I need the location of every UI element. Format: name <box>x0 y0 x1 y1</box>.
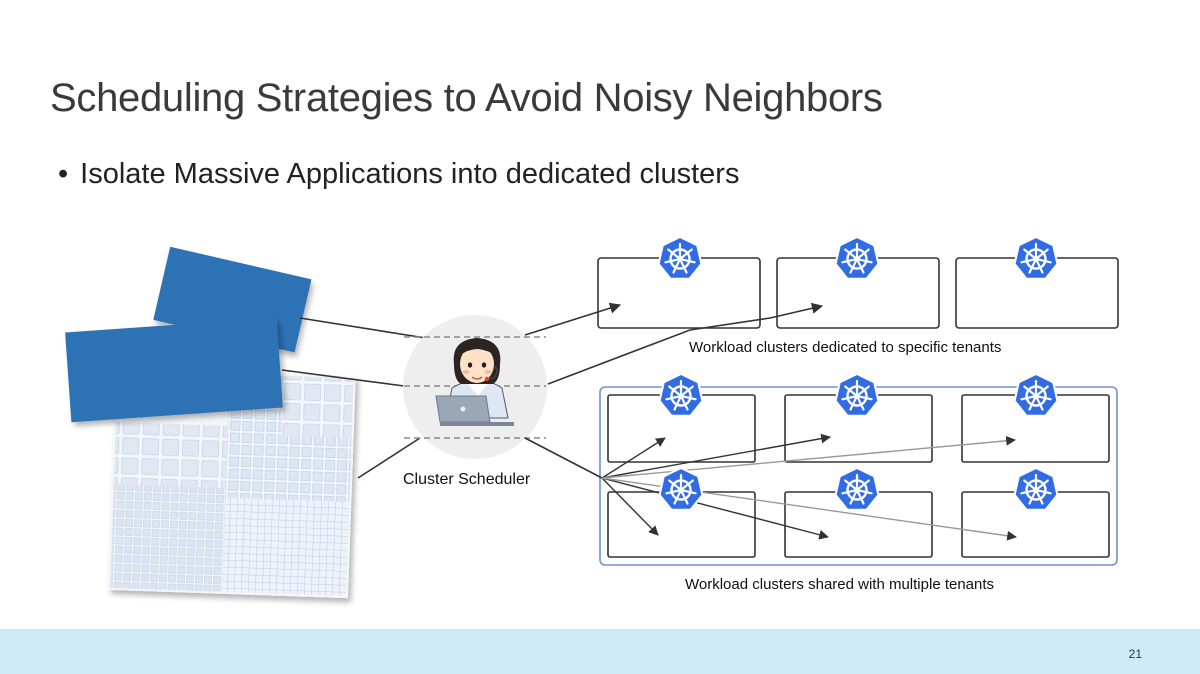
bullet-dot: • <box>58 158 69 190</box>
kubernetes-icon <box>658 466 704 511</box>
kubernetes-icon <box>1013 466 1059 511</box>
kubernetes-icon <box>834 372 880 417</box>
scheduler-icon <box>403 315 547 459</box>
kubernetes-icon <box>657 235 703 280</box>
laptop-icon <box>435 395 514 426</box>
shared-clusters-label: Workload clusters shared with multiple t… <box>685 576 995 593</box>
massive-app-block-2 <box>65 317 283 423</box>
page-number: 21 <box>1128 647 1142 661</box>
kubernetes-icon <box>1013 372 1059 417</box>
scheduler-label: Cluster Scheduler <box>403 471 531 488</box>
bullet-text: Isolate Massive Applications into dedica… <box>80 158 740 190</box>
kubernetes-icon <box>834 466 880 511</box>
scheduling-diagram <box>65 235 1119 599</box>
footer-bar: 21 <box>0 629 1200 674</box>
dedicated-clusters-label: Workload clusters dedicated to specific … <box>689 339 1002 356</box>
kubernetes-icon <box>658 372 704 417</box>
kubernetes-icon <box>834 235 880 280</box>
kubernetes-icon <box>1013 235 1059 280</box>
slide-title: Scheduling Strategies to Avoid Noisy Nei… <box>50 76 883 120</box>
bullet-item: • Isolate Massive Applications into dedic… <box>58 158 739 191</box>
small-workloads-icon <box>108 367 356 599</box>
